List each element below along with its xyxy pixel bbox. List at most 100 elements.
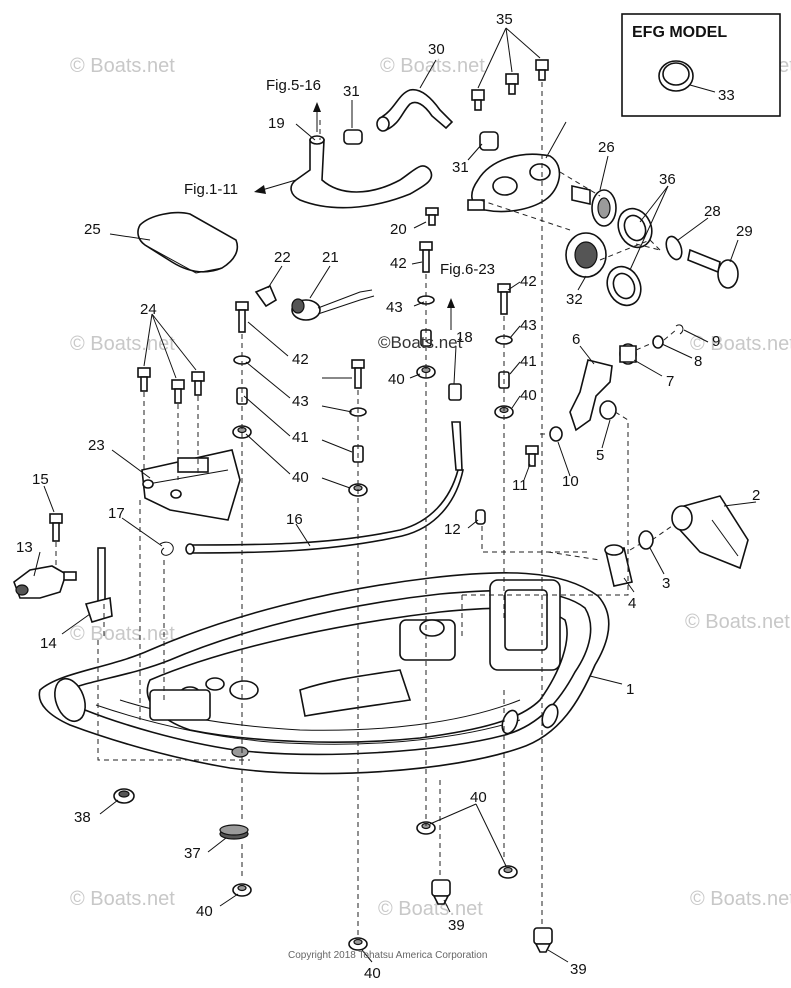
callout-21: 21 (322, 249, 339, 266)
grommet-part-32 (565, 232, 607, 278)
watermark: © Boats.net (70, 888, 175, 910)
callout-39: 39 (448, 917, 465, 934)
washer-part-8 (652, 335, 664, 349)
grommet-part-26 (571, 185, 617, 227)
flow-arrows (254, 102, 455, 330)
callout-14: 14 (40, 635, 57, 652)
bottom-cowling-part-1 (38, 572, 610, 775)
hose-part-19 (290, 135, 433, 209)
hose-part-30 (376, 88, 454, 132)
clip-part-5 (599, 400, 617, 420)
o-ring-part-3 (638, 530, 654, 550)
callout-33: 33 (718, 87, 735, 104)
collar-part-41 (236, 329, 510, 463)
callout-12: 12 (444, 521, 461, 538)
switch-part-21 (291, 289, 375, 321)
callout-31: 31 (452, 159, 469, 176)
callout-29: 29 (736, 223, 753, 240)
bracket-part-34 (467, 153, 561, 213)
callout-9: 9 (712, 333, 720, 350)
watermark: © Boats.net (70, 55, 175, 77)
callout-17: 17 (108, 505, 125, 522)
washer-part-43 (233, 295, 513, 417)
watermark: © Boats.net (70, 333, 175, 355)
screw-part-15 (49, 513, 63, 542)
callout-23: 23 (88, 437, 105, 454)
callout-25: 25 (84, 221, 101, 238)
valve-part-13 (13, 565, 77, 599)
callout-20: 20 (390, 221, 407, 238)
fig-ref-5-16: Fig.5-16 (266, 77, 321, 94)
tube-part-18 (448, 383, 463, 471)
callout-38: 38 (74, 809, 91, 826)
callout-40: 40 (196, 903, 213, 920)
plug-part-29 (687, 248, 739, 289)
callout-26: 26 (598, 139, 615, 156)
callout-4: 4 (628, 595, 636, 612)
callout-15: 15 (32, 471, 49, 488)
callout-40: 40 (388, 371, 405, 388)
callout-7: 7 (666, 373, 674, 390)
callout-5: 5 (596, 447, 604, 464)
screw-part-20 (425, 207, 439, 226)
fig-ref-1-11: Fig.1-11 (184, 181, 238, 198)
callout-10: 10 (562, 473, 579, 490)
callout-28: 28 (704, 203, 721, 220)
callout-19: 19 (268, 115, 285, 132)
alignment-lines (55, 82, 677, 940)
handle-part-2 (671, 495, 749, 570)
callout-32: 32 (566, 291, 583, 308)
callout-35: 35 (496, 11, 513, 28)
watermark: © Boats.net (378, 898, 483, 920)
callout-41: 41 (520, 353, 537, 370)
fig-ref-6-23: Fig.6-23 (440, 261, 495, 278)
screw-part-11 (525, 445, 539, 467)
callout-18: 18 (456, 329, 473, 346)
callout-3: 3 (662, 575, 670, 592)
washer-part-10 (549, 426, 563, 442)
callout-43: 43 (386, 299, 403, 316)
callout-16: 16 (286, 511, 303, 528)
callout-labels: 35 30 31 19 31 26 36 28 29 32 33 20 25 2… (16, 11, 760, 982)
hose-part-16 (185, 469, 464, 555)
fitting-part-12 (475, 509, 486, 525)
watermark: © Boats.net (70, 623, 175, 645)
callout-1: 1 (626, 681, 634, 698)
callout-8: 8 (694, 353, 702, 370)
callout-40: 40 (292, 469, 309, 486)
efg-model-box: EFG MODEL (621, 13, 781, 117)
bushing-part-4 (604, 544, 633, 587)
callout-43: 43 (520, 317, 537, 334)
callout-24: 24 (140, 301, 157, 318)
brand-overlay: ©Boats.net (378, 333, 463, 352)
callout-6: 6 (572, 331, 580, 348)
o-ring-part-28 (665, 235, 683, 261)
callout-2: 2 (752, 487, 760, 504)
bracket-part-23 (141, 449, 241, 521)
callout-11: 11 (512, 477, 528, 494)
callout-37: 37 (184, 845, 201, 862)
figure-references: Fig.5-16 Fig.1-11 Fig.6-23 (184, 77, 495, 278)
callout-42: 42 (292, 351, 309, 368)
bolt-part-35 (471, 59, 549, 111)
callout-22: 22 (274, 249, 291, 266)
watermark: © Boats.net (690, 333, 791, 355)
callout-40: 40 (470, 789, 487, 806)
bushing-part-7 (619, 343, 637, 365)
callout-42: 42 (520, 273, 537, 290)
callout-39: 39 (570, 961, 587, 978)
copyright-notice: Copyright 2018 Tohatsu America Corporati… (288, 950, 487, 961)
clip-part-22 (254, 284, 278, 308)
pin-part-9 (675, 324, 684, 335)
lever-part-14 (84, 547, 113, 623)
callout-43: 43 (292, 393, 309, 410)
bolt-part-24 (137, 367, 205, 404)
leader-lines (33, 27, 757, 963)
callout-30: 30 (428, 41, 445, 58)
callout-41: 41 (292, 429, 309, 446)
callout-40: 40 (364, 965, 381, 982)
callout-13: 13 (16, 539, 33, 556)
cover-part-25 (137, 211, 239, 274)
watermark: © Boats.net (685, 611, 790, 633)
